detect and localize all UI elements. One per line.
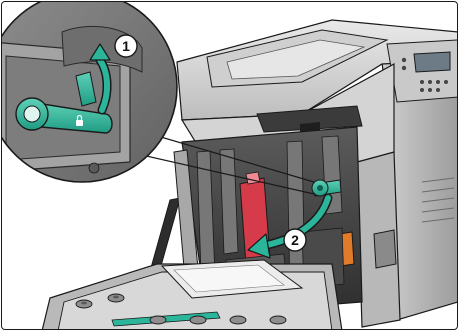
magnified-lever-callout: 1 <box>2 2 182 202</box>
step-2-number: 2 <box>291 232 299 248</box>
step-1-marker: 1 <box>115 35 137 57</box>
step-2-marker: 2 <box>284 229 306 251</box>
display-panel <box>414 52 450 72</box>
step-1-number: 1 <box>122 38 130 54</box>
front-cover-open <box>42 260 342 330</box>
